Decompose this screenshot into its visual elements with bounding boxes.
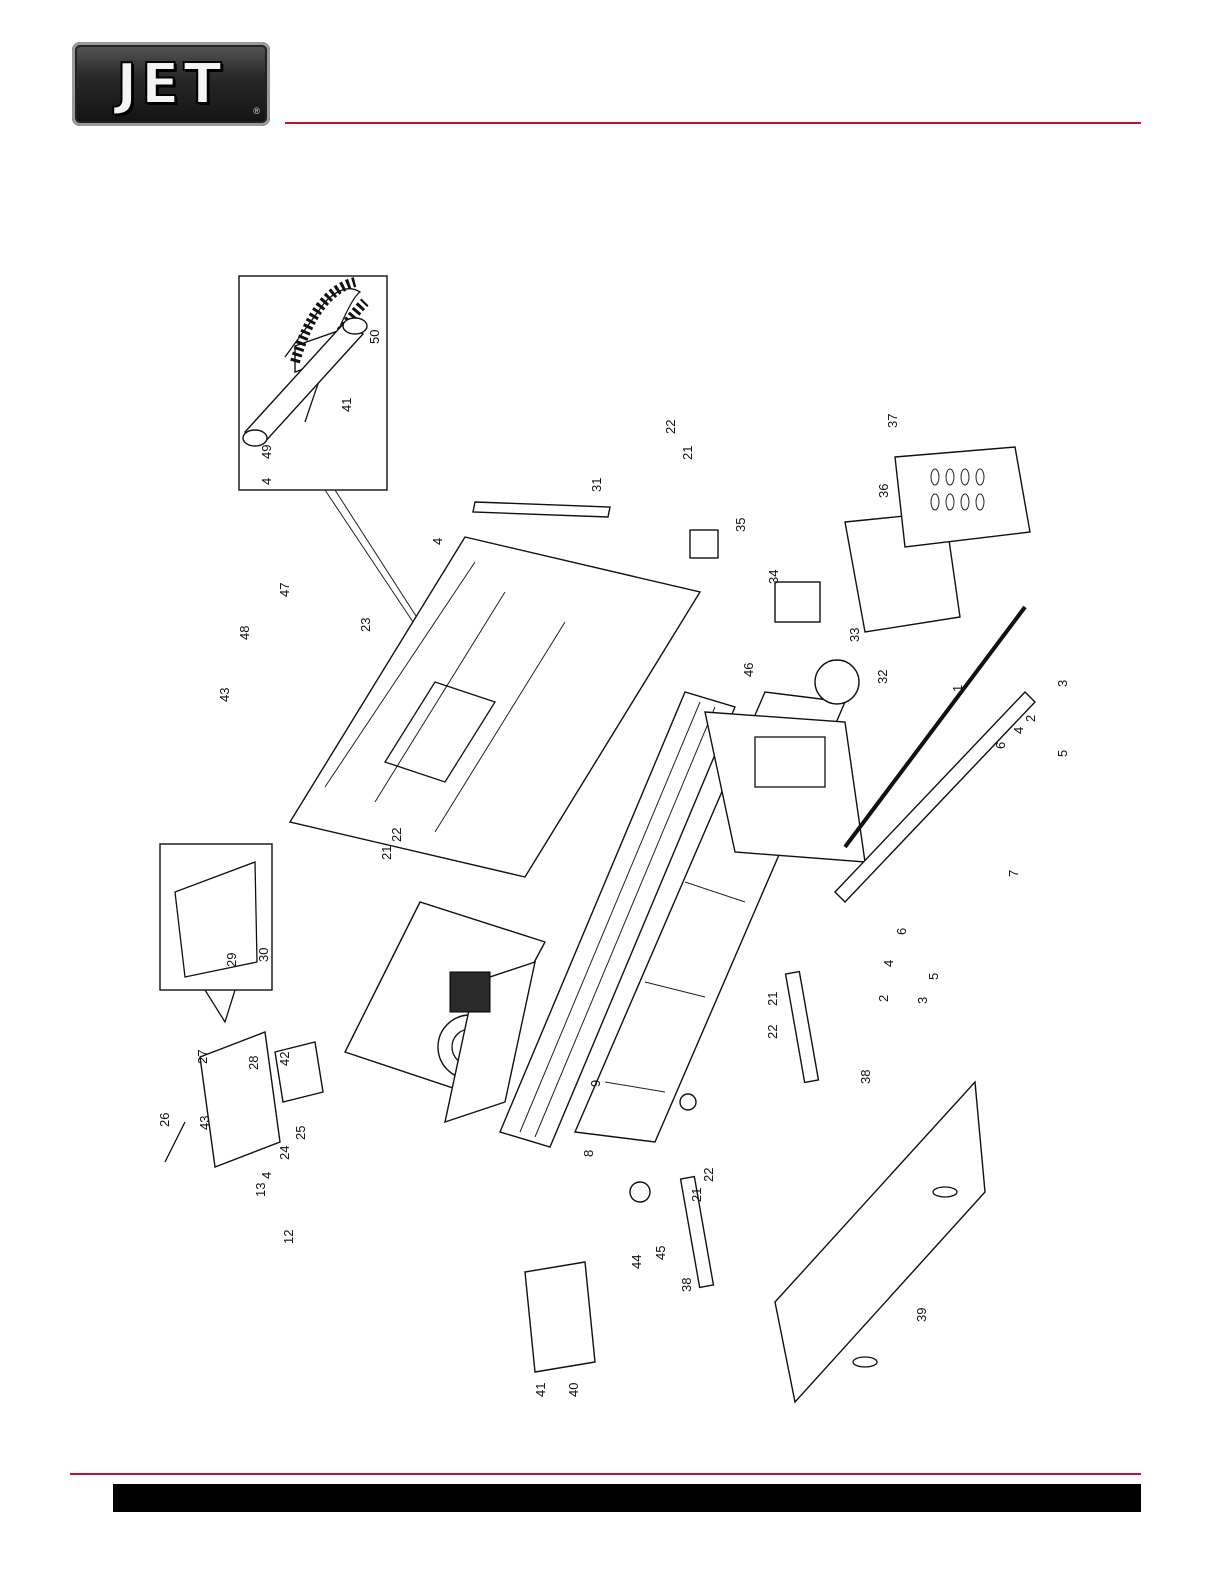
- cover-36: [895, 447, 1030, 547]
- callout-4: 4: [259, 1172, 274, 1179]
- callout-42: 42: [277, 1052, 292, 1066]
- chip-pan-39: [775, 1082, 985, 1402]
- callout-23: 23: [358, 618, 373, 632]
- electrical-box-27: [200, 1032, 280, 1167]
- callout-8: 8: [581, 1150, 596, 1157]
- callout-5: 5: [926, 973, 941, 980]
- callout-41: 41: [533, 1383, 548, 1397]
- callout-39: 39: [914, 1308, 929, 1322]
- callout-43: 43: [197, 1116, 212, 1130]
- callout-48: 48: [237, 626, 252, 640]
- callout-21: 21: [680, 446, 695, 460]
- callout-44: 44: [629, 1255, 644, 1269]
- callout-3: 3: [915, 997, 930, 1004]
- callout-6: 6: [894, 928, 909, 935]
- plate-42: [275, 1042, 323, 1102]
- callout-43: 43: [217, 688, 232, 702]
- callout-35: 35: [733, 518, 748, 532]
- callout-6: 6: [993, 742, 1008, 749]
- callout-22: 22: [389, 828, 404, 842]
- callout-26: 26: [157, 1113, 172, 1127]
- callout-22: 22: [765, 1025, 780, 1039]
- rod-26: [165, 1122, 185, 1162]
- callout-32: 32: [875, 670, 890, 684]
- callout-22: 22: [663, 420, 678, 434]
- callout-21: 21: [379, 846, 394, 860]
- pump-34: [775, 582, 820, 622]
- callout-34: 34: [766, 570, 781, 584]
- callout-50: 50: [367, 330, 382, 344]
- footer-bar: [113, 1484, 1141, 1512]
- exploded-parts-diagram: 1 2 2 3 3 4 4 4 4 4 5 5 6 6 7 8 9 12 13 …: [145, 262, 1075, 1442]
- callout-5: 5: [1055, 750, 1070, 757]
- tool-tray-40: [525, 1262, 595, 1372]
- callout-21: 21: [765, 992, 780, 1006]
- bar-31: [473, 502, 610, 517]
- callout-45: 45: [653, 1246, 668, 1260]
- callout-12: 12: [281, 1230, 296, 1244]
- registered-mark: ®: [253, 106, 260, 116]
- callout-1: 1: [950, 685, 965, 692]
- callout-49: 49: [259, 445, 274, 459]
- callout-3: 3: [1055, 680, 1070, 687]
- callout-4: 4: [881, 960, 896, 967]
- callout-13: 13: [253, 1183, 268, 1197]
- callout-2: 2: [876, 995, 891, 1002]
- hose-reel-32: [815, 660, 859, 704]
- callout-4: 4: [259, 478, 274, 485]
- callout-22: 22: [701, 1168, 716, 1182]
- header-rule: [285, 122, 1141, 124]
- callout-41: 41: [339, 398, 354, 412]
- callout-46: 46: [741, 663, 756, 677]
- callout-38: 38: [679, 1278, 694, 1292]
- callout-2: 2: [1023, 715, 1038, 722]
- callout-7: 7: [1006, 870, 1021, 877]
- callout-47: 47: [277, 583, 292, 597]
- callout-24: 24: [277, 1146, 292, 1160]
- logo-text: JET: [72, 52, 270, 117]
- callout-4: 4: [1011, 727, 1026, 734]
- rail-7: [835, 692, 1035, 902]
- callout-37: 37: [885, 414, 900, 428]
- bracket-38-right: [786, 972, 819, 1083]
- callout-25: 25: [293, 1126, 308, 1140]
- callout-21: 21: [689, 1188, 704, 1202]
- callout-9: 9: [588, 1080, 603, 1087]
- callout-27: 27: [195, 1050, 210, 1064]
- callout-36: 36: [876, 484, 891, 498]
- callout-30: 30: [256, 948, 271, 962]
- foot-44: [630, 1182, 650, 1202]
- jet-logo: JET ®: [72, 42, 270, 126]
- callout-31: 31: [589, 478, 604, 492]
- callout-38: 38: [858, 1070, 873, 1084]
- foot-45: [680, 1094, 696, 1110]
- footer-rule: [70, 1473, 1141, 1475]
- callout-29: 29: [224, 953, 239, 967]
- callout-28: 28: [246, 1056, 261, 1070]
- callout-33: 33: [847, 628, 862, 642]
- callout-4: 4: [430, 538, 445, 545]
- callout-40: 40: [566, 1383, 581, 1397]
